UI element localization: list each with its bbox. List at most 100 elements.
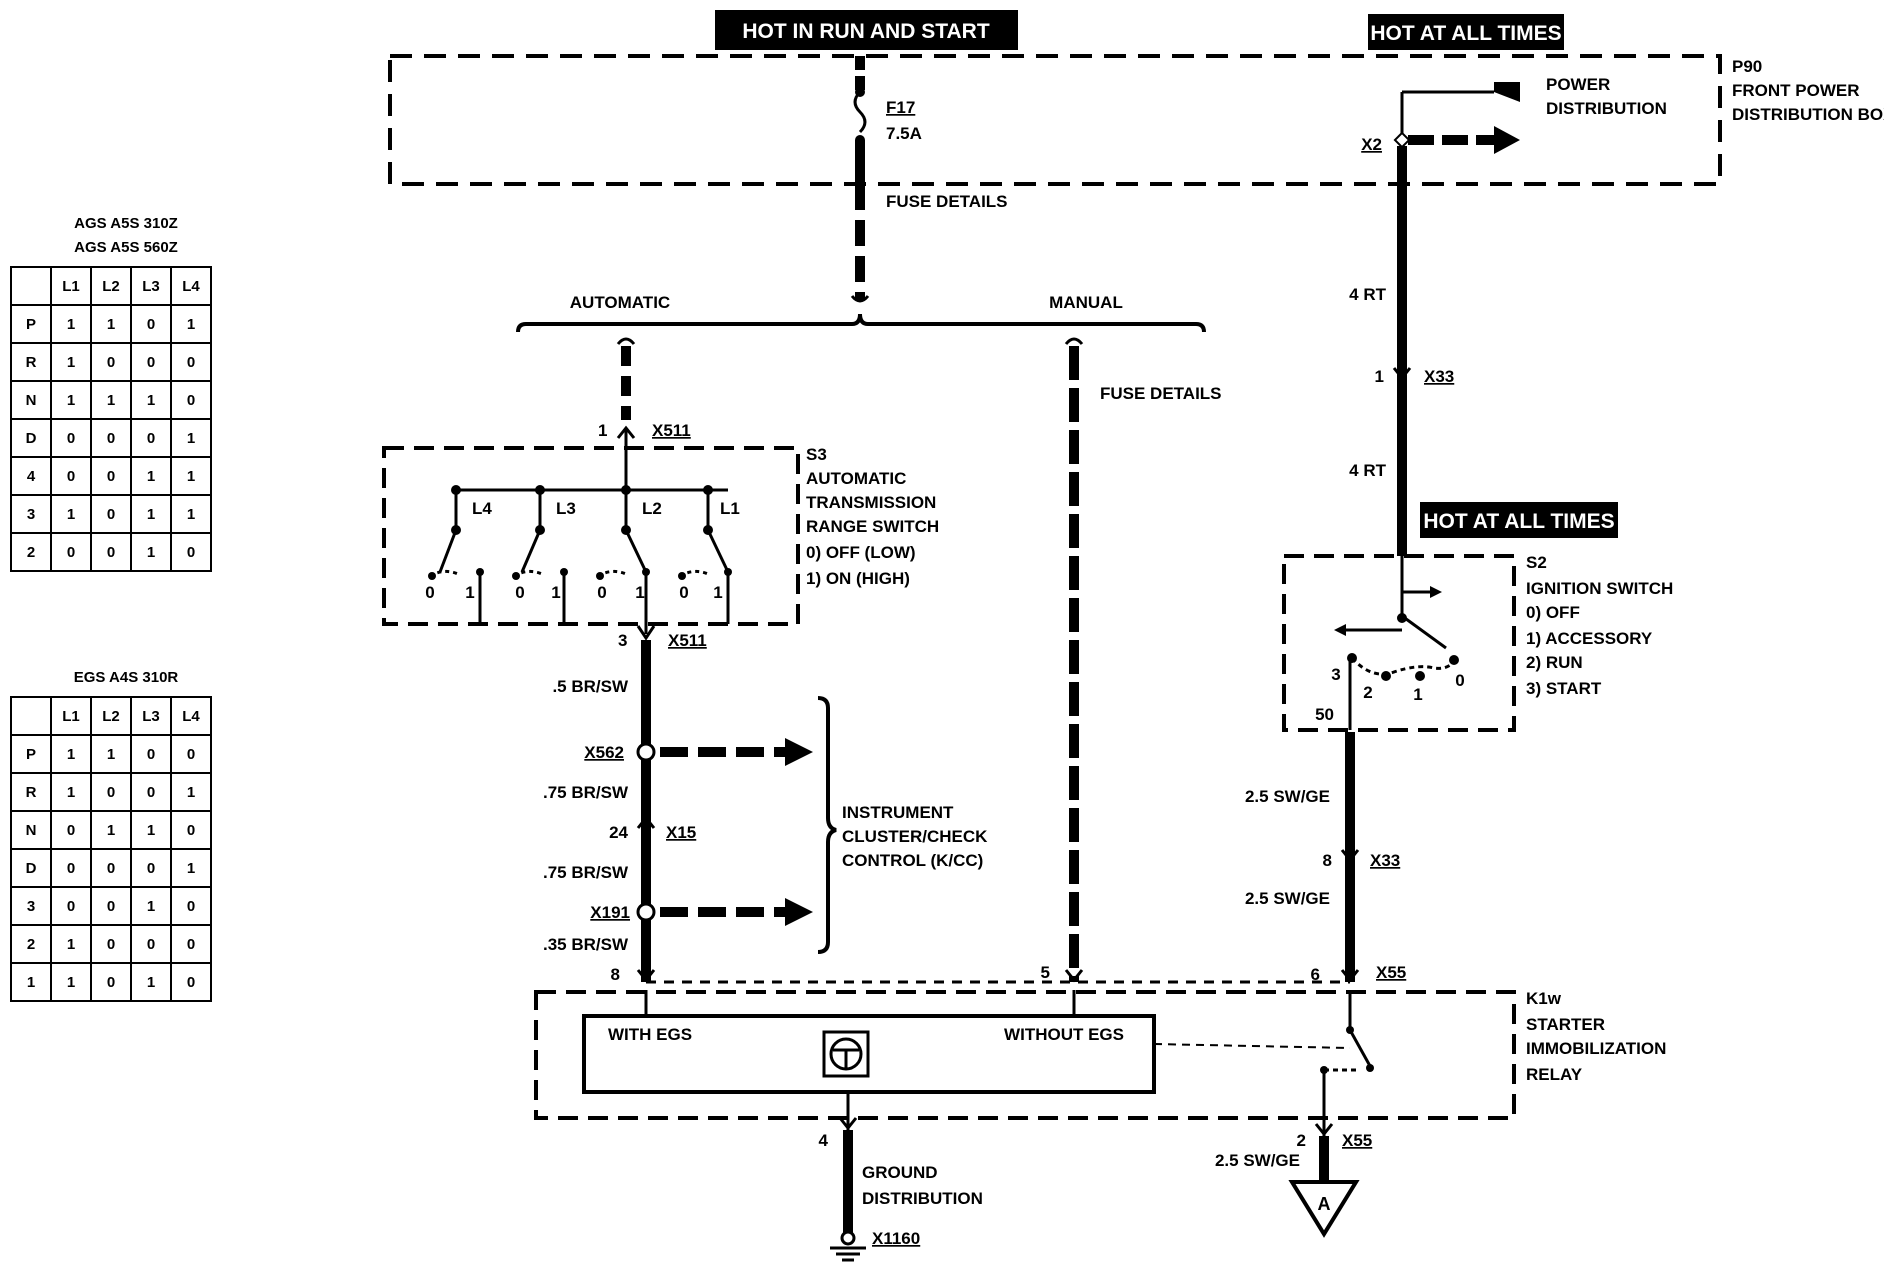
table-cell: 1 [90, 734, 132, 774]
table-cell: 0 [170, 924, 212, 964]
p90-label: P90 FRONT POWER DISTRIBUTION BOX [1732, 57, 1884, 124]
column-header: L3 [130, 696, 172, 736]
table-cell: 0 [50, 886, 92, 926]
table-cell: 1 [170, 848, 212, 888]
svg-text:IMMOBILIZATION: IMMOBILIZATION [1526, 1039, 1666, 1058]
table-cell: 1 [130, 886, 172, 926]
s3-switch-contacts [429, 488, 730, 624]
table-cell: 1 [170, 494, 212, 534]
x562-label: X562 [584, 743, 624, 762]
table-cell: 1 [50, 924, 92, 964]
row-gear-label: P [10, 734, 52, 774]
fuse-f17-rating: 7.5A [886, 124, 922, 143]
svg-text:K1w: K1w [1526, 989, 1562, 1008]
table-cell: 1 [50, 962, 92, 1002]
table-cell: 1 [50, 380, 92, 420]
wire-sw-label-3: 2.5 SW/GE [1215, 1151, 1300, 1170]
table-cell: 0 [170, 886, 212, 926]
wire-sw-label-1: 2.5 SW/GE [1245, 787, 1330, 806]
table-cell: 0 [130, 418, 172, 458]
table-cell: 0 [90, 494, 132, 534]
svg-text:0: 0 [515, 583, 524, 602]
table-cell: 1 [90, 304, 132, 344]
row-gear-label: N [10, 380, 52, 420]
table-cell: 1 [50, 342, 92, 382]
s3-id: S3 [806, 445, 827, 464]
row-gear-label: P [10, 304, 52, 344]
ground-symbol [830, 1230, 866, 1262]
table-cell: 1 [170, 456, 212, 496]
fuse-f17-id: F17 [886, 98, 915, 117]
wire-label-3: .75 BR/SW [543, 863, 629, 882]
s2-state-3: 3) START [1526, 679, 1602, 698]
x511-in-pin [616, 425, 636, 439]
x15-pin [636, 815, 656, 829]
ground-pin [838, 1117, 858, 1131]
x55-bottom-label: X55 [1342, 1131, 1372, 1150]
fuse-f17 [853, 56, 867, 184]
k1w-relay-contact [1322, 990, 1372, 1180]
s2-switch-contacts [1334, 556, 1456, 730]
cluster-label: INSTRUMENT CLUSTER/CHECK CONTROL (K/CC) [842, 803, 988, 870]
column-header: L2 [90, 266, 132, 306]
svg-text:0: 0 [425, 583, 434, 602]
wire-label-2: .75 BR/SW [543, 783, 629, 802]
table-cell: 1 [50, 772, 92, 812]
table-cell: 0 [50, 418, 92, 458]
x33a-label: X33 [1424, 367, 1454, 386]
table-egs-title: EGS A4S 310R [73, 669, 179, 686]
s3-contact-dots [428, 485, 732, 580]
row-gear-label: D [10, 848, 52, 888]
table-cell: 0 [170, 532, 212, 572]
hot-run-start-header: HOT IN RUN AND START [715, 10, 1018, 50]
automatic-break [616, 337, 636, 345]
column-header: L2 [90, 696, 132, 736]
table-cell: 1 [170, 772, 212, 812]
s3-out-connector: X511 [668, 631, 707, 650]
wire-rt-label-1: 4 RT [1349, 285, 1386, 304]
column-header: L4 [170, 266, 212, 306]
table-ags-title: AGS A5S 310Z AGS A5S 560Z [18, 212, 234, 260]
x55-bottom-pin [1314, 1123, 1334, 1137]
table-cell: 0 [130, 924, 172, 964]
table-cell: 0 [90, 924, 132, 964]
x2-connector-point [1393, 131, 1411, 149]
row-gear-label: 4 [10, 456, 52, 496]
table-cell: 1 [130, 456, 172, 496]
x55-top-label: X55 [1376, 963, 1406, 982]
table-cell: 1 [170, 418, 212, 458]
table-cell: 1 [130, 494, 172, 534]
k1w-relay-box [534, 990, 1516, 1120]
relay-coil-link [1153, 1043, 1351, 1049]
x511-out-pin [636, 625, 656, 641]
s2-state-1: 1) ACCESSORY [1526, 629, 1653, 648]
row-gear-label: 2 [10, 924, 52, 964]
table-cell: 0 [130, 848, 172, 888]
x191-arrow [785, 898, 813, 926]
wire-rt-label-2: 4 RT [1349, 461, 1386, 480]
fuse-details-label: FUSE DETAILS [886, 192, 1008, 211]
k1w-input-pins [636, 969, 1360, 984]
svg-text:FRONT POWER: FRONT POWER [1732, 81, 1860, 100]
cluster-brace [817, 696, 837, 954]
table-ags-title-line1: AGS A5S 310Z [74, 215, 178, 232]
power-distribution-label: POWER DISTRIBUTION [1546, 75, 1667, 118]
hot-all-times-top-text: HOT AT ALL TIMES [1370, 22, 1561, 45]
s2-pos-0: 0 [1455, 671, 1464, 690]
table-cell: 0 [90, 342, 132, 382]
column-header: L1 [50, 696, 92, 736]
s2-pos-1: 1 [1413, 685, 1422, 704]
table-cell: 0 [90, 418, 132, 458]
p90-power-box [388, 54, 1722, 186]
s3-out-pin: 3 [618, 631, 627, 650]
hot-all-times-s2-header: HOT AT ALL TIMES [1420, 502, 1618, 538]
x33b-pin-number: 8 [1323, 851, 1332, 870]
svg-text:DISTRIBUTION: DISTRIBUTION [1546, 99, 1667, 118]
s2-id: S2 [1526, 553, 1547, 572]
ground-pin-4: 4 [819, 1131, 829, 1150]
manual-break [1064, 337, 1084, 345]
